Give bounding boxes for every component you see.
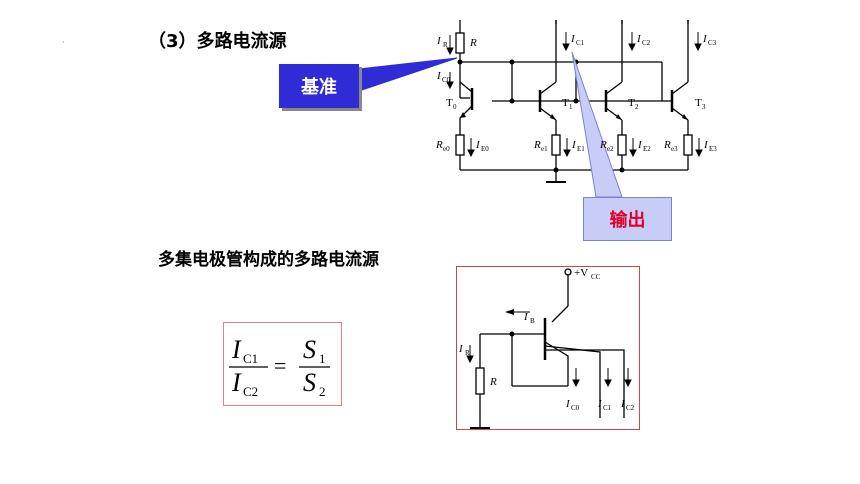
label-ie0-sub: E0 [481, 145, 489, 153]
label-ie3: I [703, 139, 709, 151]
label-ic2-multi-sub: C2 [626, 404, 635, 412]
label-ic2-sub: C2 [642, 39, 651, 47]
callout-base-pointer [349, 57, 458, 93]
label-vcc-sub: CC [591, 273, 601, 281]
label-re0-sub: e0 [443, 145, 450, 153]
ratio-formula: I C1 I C2 = S 1 S 2 [229, 335, 330, 399]
formula-den-right: S [303, 368, 316, 397]
label-ic0-sub: C0 [442, 76, 451, 84]
formula-num-right-sub: 1 [319, 351, 326, 366]
label-ic0-multi: I [565, 398, 571, 410]
formula-den-left-sub: C2 [243, 384, 258, 399]
label-ic1-sub: C1 [576, 39, 585, 47]
formula-num-left-sub: C1 [243, 351, 258, 366]
label-ic0: I [436, 70, 442, 82]
label-t1-sub: 1 [569, 103, 573, 111]
label-re3-sub: e3 [671, 145, 678, 153]
label-ie3-sub: E3 [709, 145, 717, 153]
label-ie0: I [475, 139, 481, 151]
label-r-multi: R [489, 376, 497, 388]
label-ic1-multi-sub: C1 [603, 404, 612, 412]
label-ie1: I [571, 139, 577, 151]
label-t3: T [695, 97, 702, 109]
label-t2-sub: 2 [635, 103, 639, 111]
label-vcc: +V [574, 267, 588, 279]
label-ic2-multi: I [620, 398, 626, 410]
callout-output-pointer [571, 51, 623, 198]
label-r: R [469, 37, 477, 49]
label-t1: T [562, 97, 569, 109]
resistor-re2 [617, 134, 627, 156]
resistor-re0 [455, 134, 465, 156]
slide-heading: （3）多路电流源 [148, 31, 287, 52]
formula-frame [223, 322, 342, 406]
resistor-r [455, 32, 465, 54]
label-t0-sub: 0 [453, 103, 457, 111]
label-ib-sub: B [530, 317, 535, 325]
label-ie2-sub: E2 [643, 145, 651, 153]
label-ic0-multi-sub: C0 [571, 404, 580, 412]
label-re3: R [663, 139, 671, 151]
label-ib: I [523, 311, 529, 323]
label-re0: R [435, 139, 443, 151]
formula-equals: = [274, 353, 286, 378]
label-re1: R [533, 139, 541, 151]
formula-num-left: I [231, 335, 242, 364]
formula-den-left: I [231, 368, 242, 397]
formula-num-right: S [303, 335, 316, 364]
label-ir-multi-sub: R [465, 349, 470, 357]
label-ic1-multi: I [597, 398, 603, 410]
label-t0: T [446, 97, 453, 109]
label-ie2: I [637, 139, 643, 151]
label-ic3-sub: C3 [708, 39, 717, 47]
callout-output: 输出 [583, 197, 672, 241]
multi-collector-frame [456, 266, 640, 430]
label-re2: R [599, 139, 607, 151]
corner-mark: · [62, 38, 65, 47]
label-ir-sub: R [443, 41, 448, 49]
formula-den-right-sub: 2 [319, 384, 326, 399]
label-ir: I [436, 35, 442, 47]
label-t2: T [628, 97, 635, 109]
resistor-re1 [551, 134, 561, 156]
callout-base: 基准 [279, 64, 359, 108]
label-re1-sub: e1 [541, 145, 548, 153]
slide-subheading: 多集电极管构成的多路电流源 [158, 250, 379, 270]
label-ie1-sub: E1 [577, 145, 585, 153]
label-ir-multi: I [458, 343, 464, 355]
label-ic2: I [636, 33, 642, 45]
label-t3-sub: 3 [702, 103, 706, 111]
label-ic3: I [702, 33, 708, 45]
label-ic1: I [570, 33, 576, 45]
label-re2-sub: e2 [607, 145, 614, 153]
resistor-re3 [683, 134, 693, 156]
